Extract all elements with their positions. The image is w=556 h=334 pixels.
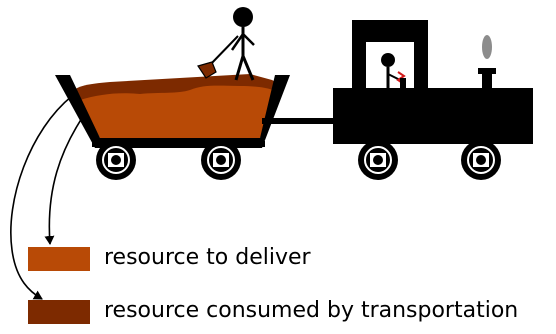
legend-label-consumed: resource consumed by transportation [104, 298, 519, 323]
wheel [358, 140, 398, 180]
arrow-to-consumed-swatch [10, 95, 73, 300]
shoveling-person [197, 7, 255, 81]
locomotive-body [333, 88, 533, 144]
wheel [461, 140, 501, 180]
control-lever [400, 78, 406, 88]
person-head [233, 7, 253, 27]
train-driver [381, 53, 406, 90]
wagon-content-deliver [80, 85, 278, 138]
legend-swatch-consumed [28, 300, 90, 324]
shovel-blade [197, 61, 217, 79]
wagon [55, 74, 290, 148]
smokestack [482, 72, 492, 90]
legend-swatch-deliver [28, 247, 90, 271]
wheel [201, 140, 241, 180]
arrow-to-deliver-swatch [44, 111, 87, 245]
wheel [96, 140, 136, 180]
shovel-handle [207, 35, 239, 68]
steam-puff [482, 35, 492, 59]
legend-label-deliver: resource to deliver [104, 245, 311, 270]
locomotive-cab [352, 20, 428, 90]
smokestack-cap [478, 68, 496, 74]
locomotive [333, 20, 533, 144]
driver-head [381, 53, 395, 67]
